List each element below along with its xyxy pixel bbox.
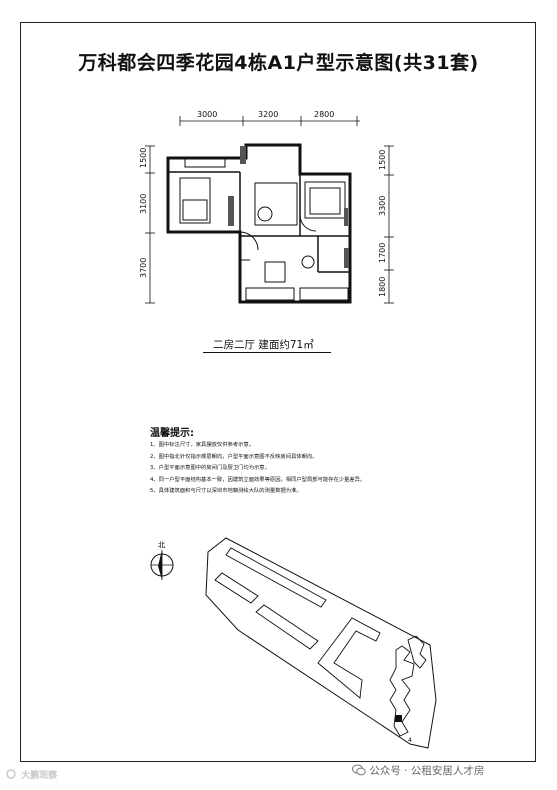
dim-top-3: 2800 — [314, 110, 334, 119]
dim-top-2: 3200 — [258, 110, 278, 119]
dim-right-3: 1700 — [378, 243, 387, 263]
dim-left-2: 3100 — [139, 194, 148, 214]
watermark-right-text: 公众号 · 公租安居人才房 — [369, 765, 485, 777]
tip-item: 5、具体建筑面积与尺寸以深圳市地籍测绘大队的测量数据为准。 — [150, 488, 302, 495]
tip-item: 1、图中标注尺寸，家具摆放仅供参考示意。 — [150, 442, 255, 448]
wechat-icon — [352, 764, 366, 779]
tip-item: 4、同一户型平面结构基本一致，因建筑立面效果等原因，相同户型局部可能存在少量差异… — [150, 476, 366, 483]
drawing-frame — [20, 22, 536, 762]
watermark-logo-icon — [6, 769, 18, 782]
unit-caption: 二房二厅 建面约71㎡ — [213, 339, 314, 351]
watermark-left: 大鹏观察 — [6, 768, 57, 782]
watermark-left-text: 大鹏观察 — [21, 771, 58, 781]
watermark-right: 公众号 · 公租安居人才房 — [352, 763, 484, 779]
dim-right-1: 1500 — [378, 150, 387, 170]
tips-title: 温馨提示: — [150, 428, 194, 439]
dim-right-2: 3300 — [378, 196, 387, 216]
tips-list: 1、图中标注尺寸，家具摆放仅供参考示意。 2、图中指北针仅指示楼层朝向，户型平面… — [150, 440, 365, 498]
page-title: 万科都会四季花园4栋A1户型示意图(共31套) — [78, 52, 479, 74]
tip-item: 2、图中指北针仅指示楼层朝向，户型平面示意图不反映房间具体朝向。 — [150, 453, 318, 460]
caption-underline — [203, 352, 331, 353]
tip-item: 3、户型平面示意图中的房间门及厨卫门均为示意。 — [150, 465, 270, 472]
dim-left-3: 3700 — [139, 258, 148, 278]
dim-top-1: 3000 — [197, 110, 217, 119]
dim-right-4: 1800 — [378, 277, 387, 297]
dim-left-1: 1500 — [139, 148, 148, 168]
